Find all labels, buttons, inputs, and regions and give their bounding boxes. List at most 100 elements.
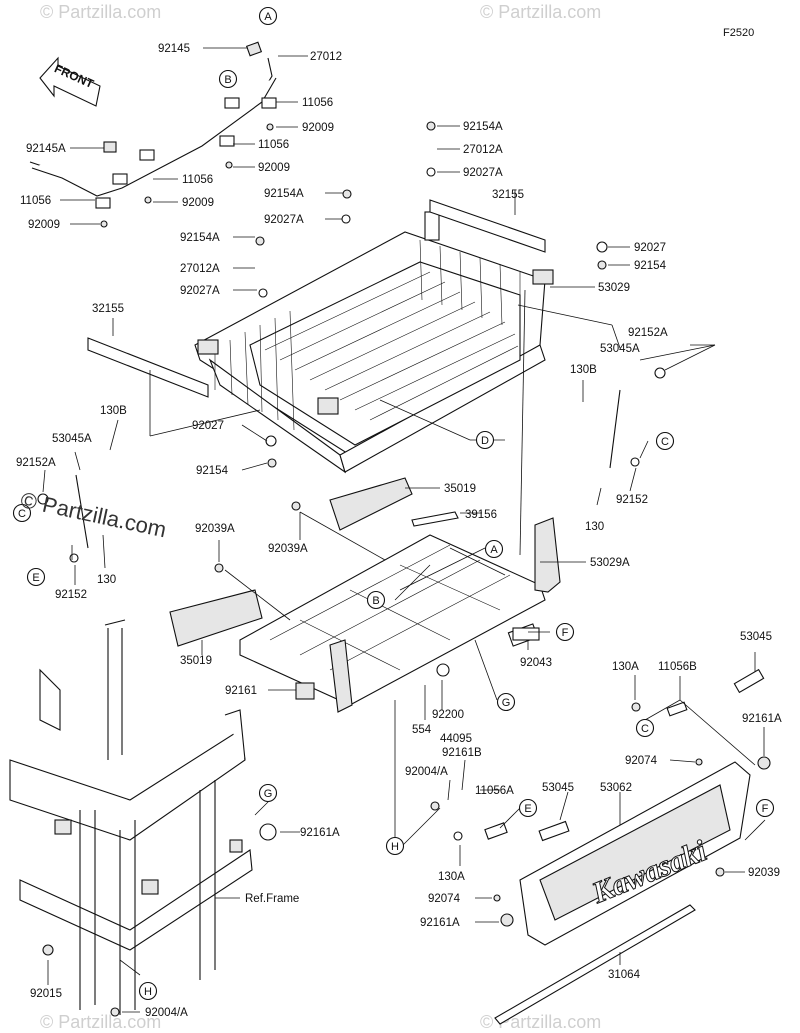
label-92027a: 92027A — [264, 214, 304, 226]
bed-bar-left — [87, 337, 209, 398]
stay-cable-left — [75, 474, 89, 549]
hardware — [37, 121, 771, 1017]
label-92152: 92152 — [55, 589, 87, 601]
leader-lines — [42, 47, 766, 1013]
label-92015: 92015 — [30, 988, 62, 1000]
callout-c-left: C — [12, 503, 32, 523]
label-31064: 31064 — [608, 969, 641, 981]
label-92152a: 92152A — [628, 327, 668, 339]
label-92027a: 92027A — [463, 167, 503, 179]
label-92009: 92009 — [258, 162, 290, 174]
svg-text:C: C — [641, 723, 649, 735]
svg-text:C: C — [18, 508, 26, 520]
svg-text:A: A — [264, 11, 272, 23]
label-130: 130 — [585, 521, 604, 533]
label-92027a: 92027A — [180, 285, 220, 297]
svg-text:B: B — [224, 74, 231, 86]
label-53045a: 53045A — [52, 433, 92, 445]
label-11056: 11056 — [182, 174, 213, 186]
watermark-main: © Partzilla.com — [18, 487, 168, 542]
main-frame — [9, 619, 277, 1015]
svg-text:A: A — [490, 544, 498, 556]
label-92074: 92074 — [625, 755, 658, 767]
label-130: 130 — [97, 574, 116, 586]
label-27012a: 27012A — [180, 263, 220, 275]
label-92074: 92074 — [428, 893, 461, 905]
bed-lock-rod — [29, 41, 277, 228]
label-92039a: 92039A — [195, 523, 235, 535]
callout-g-mid: G — [496, 692, 516, 712]
label-53045: 53045 — [740, 631, 772, 643]
label-11056: 11056 — [20, 195, 51, 207]
label-92152a: 92152A — [16, 457, 56, 469]
callout-h-mid: H — [385, 836, 405, 856]
label-92004a: 92004/A — [145, 1007, 188, 1019]
label-92145a: 92145A — [26, 143, 66, 155]
callout-g-frame: G — [258, 783, 278, 803]
stay-cable-right — [609, 389, 621, 469]
label-92009: 92009 — [28, 219, 60, 231]
label-53029: 53029 — [598, 282, 630, 294]
label-11056a: 11056A — [475, 785, 514, 797]
callout-c-tailgate: C — [635, 718, 655, 738]
callout-a-top: A — [258, 6, 278, 26]
tailgate: Kawasaki — [519, 761, 751, 946]
label-92027: 92027 — [192, 420, 224, 432]
label-92145: 92145 — [158, 43, 190, 55]
callout-d: D — [475, 430, 495, 450]
svg-text:H: H — [144, 986, 152, 998]
svg-text:C: C — [661, 436, 669, 448]
watermark-faint: © Partzilla.com — [40, 1012, 161, 1032]
label-92161a: 92161A — [420, 917, 460, 929]
figure-code: F2520 — [723, 27, 754, 39]
strip-39156 — [411, 511, 459, 527]
label-39156: 39156 — [465, 509, 497, 521]
label-92154: 92154 — [196, 465, 229, 477]
svg-text:F: F — [762, 803, 769, 815]
watermark-faint: © Partzilla.com — [40, 2, 161, 22]
label-53062: 53062 — [600, 782, 632, 794]
callout-e-left: E — [26, 567, 46, 587]
label-27012: 27012 — [310, 51, 342, 63]
label-92039: 92039 — [748, 867, 780, 879]
label-92004a: 92004/A — [405, 766, 448, 778]
label-92043: 92043 — [520, 657, 552, 669]
callout-e-tailgate: E — [518, 798, 538, 818]
callout-a-mid: A — [484, 539, 504, 559]
tailgate-rod — [494, 904, 696, 1025]
watermark-faint: © Partzilla.com — [480, 2, 601, 22]
label-554: 554 — [412, 724, 432, 736]
label-92154a: 92154A — [463, 121, 503, 133]
watermark-main-text: © Partzilla.com — [18, 487, 168, 542]
label-44095: 44095 — [440, 733, 472, 745]
label-35019: 35019 — [444, 483, 476, 495]
label-92154a: 92154A — [264, 188, 304, 200]
label-32155: 32155 — [92, 303, 124, 315]
label-53045a: 53045A — [600, 343, 640, 355]
side-guard-lower — [169, 589, 263, 647]
label-92027: 92027 — [634, 242, 666, 254]
label-92161b: 92161B — [442, 747, 482, 759]
label-11056b: 11056B — [658, 661, 697, 673]
svg-text:F: F — [562, 627, 569, 639]
label-92161a: 92161A — [742, 713, 782, 725]
svg-text:G: G — [502, 697, 511, 709]
front-arrow: FRONT — [39, 56, 101, 107]
svg-text:G: G — [264, 788, 273, 800]
sub-frame — [239, 517, 561, 713]
label-92161: 92161 — [225, 685, 257, 697]
label-53045: 53045 — [542, 782, 574, 794]
svg-text:E: E — [32, 572, 39, 584]
label-ref-frame: Ref.Frame — [245, 893, 299, 905]
label-11056: 11056 — [302, 97, 333, 109]
label-92154a: 92154A — [180, 232, 220, 244]
label-92161a: 92161A — [300, 827, 340, 839]
label-92039a: 92039A — [268, 543, 308, 555]
label-53029a: 53029A — [590, 557, 630, 569]
svg-text:B: B — [372, 595, 379, 607]
label-92154: 92154 — [634, 260, 667, 272]
svg-text:E: E — [524, 803, 531, 815]
label-130a: 130A — [612, 661, 639, 673]
cargo-bed — [194, 211, 554, 474]
